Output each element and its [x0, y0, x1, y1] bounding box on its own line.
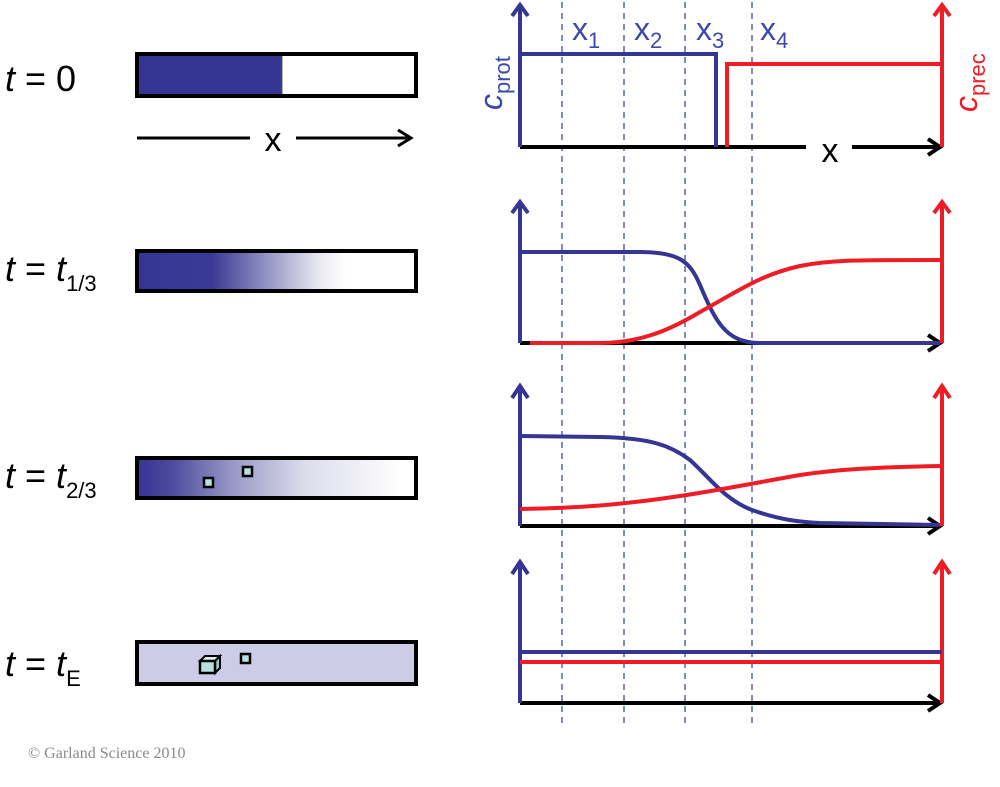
t-symbol: t [5, 455, 16, 496]
bar-tE [135, 640, 418, 686]
position-label-x1: x1 [572, 11, 600, 53]
crystal-large-icon [197, 653, 223, 676]
time-value: 0 [56, 58, 77, 99]
equals: = [15, 643, 57, 684]
bar-t23 [135, 456, 418, 500]
t-symbol: t [5, 643, 16, 684]
time-value: t [56, 643, 67, 684]
bar-axis-label: x [265, 121, 282, 159]
plot-t0 [510, 1, 952, 157]
crystal-icon [241, 465, 254, 478]
equals: = [15, 248, 57, 289]
plot-t23 [510, 382, 952, 536]
right-axis-label: cprec [948, 53, 990, 112]
left-axis-label: cprot [473, 56, 515, 110]
crystal-icon [202, 476, 215, 489]
time-subscript: E [66, 666, 81, 691]
x-axis-label: x [822, 132, 839, 170]
crystal-icon [239, 652, 252, 665]
position-label-x3: x3 [696, 11, 724, 53]
position-label-x4: x4 [760, 11, 788, 53]
position-label-x2: x2 [634, 11, 662, 53]
plot-tE [510, 558, 952, 713]
bar-t13 [135, 249, 418, 293]
t-symbol: t [5, 248, 16, 289]
position-dashed-lines [561, 2, 753, 728]
time-label-2-3: t = t2/3 [5, 455, 97, 504]
copyright-notice: © Garland Science 2010 [28, 745, 186, 762]
time-label-1-3: t = t1/3 [5, 248, 97, 297]
time-value: t [56, 248, 67, 289]
bar-axis-arrow [137, 128, 414, 148]
plot-t13 [510, 198, 952, 353]
t-symbol: t [5, 58, 16, 99]
time-label-0: t = 0 [5, 58, 76, 100]
time-subscript: 1/3 [66, 271, 97, 296]
position-labels: x1 x2 x3 x4 [572, 11, 788, 53]
time-subscript: 2/3 [66, 478, 97, 503]
equals: = [15, 58, 57, 99]
time-label-E: t = tE [5, 643, 81, 692]
equals: = [15, 455, 57, 496]
time-value: t [56, 455, 67, 496]
bar-t0 [135, 52, 418, 98]
